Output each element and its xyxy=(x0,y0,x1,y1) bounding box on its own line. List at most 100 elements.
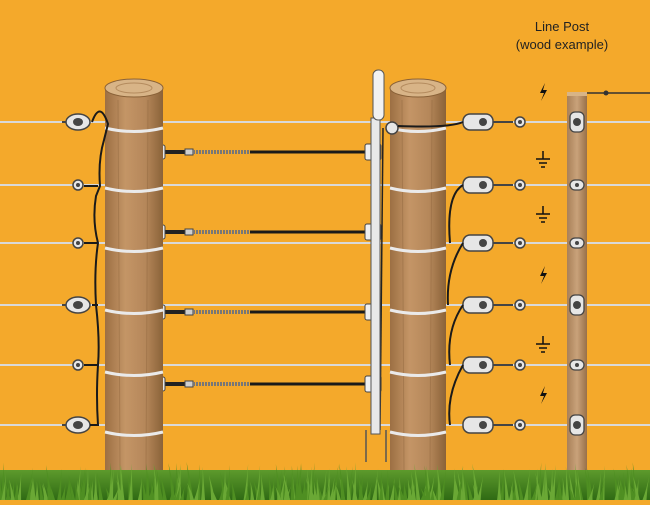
grass-blade xyxy=(245,485,250,500)
grass-blade xyxy=(513,469,520,500)
grass-blade xyxy=(372,483,378,500)
grass-blade xyxy=(208,474,216,500)
grass-blade xyxy=(218,485,223,500)
grass-blade xyxy=(270,487,275,500)
grass-blade xyxy=(156,468,163,500)
lightning-bolt-icon xyxy=(540,386,547,404)
grass-blade xyxy=(34,481,39,500)
grass-blade xyxy=(428,475,435,500)
insulators xyxy=(62,111,585,436)
grass-blade xyxy=(112,486,119,500)
grass-blade xyxy=(623,485,628,500)
grass-blade xyxy=(476,475,484,500)
grass-blade xyxy=(362,480,369,500)
grass-blade xyxy=(225,465,230,500)
left-post-wrap-3 xyxy=(104,246,164,253)
grass-blade xyxy=(565,466,570,500)
grass-blade xyxy=(193,477,201,500)
grass-blade xyxy=(283,473,291,500)
gate-post-lead-wire xyxy=(397,121,464,426)
grass-blade xyxy=(42,482,49,500)
grass-blade xyxy=(318,486,324,500)
grass-blade xyxy=(109,467,114,500)
grass-blade xyxy=(186,462,194,500)
grass-blade xyxy=(531,481,538,500)
grass-blade xyxy=(38,478,44,500)
grass-blade xyxy=(250,481,255,500)
grass-blade xyxy=(379,470,384,500)
top-lead-clip xyxy=(603,90,609,96)
grass-blade xyxy=(512,487,517,500)
grass-blade xyxy=(168,463,176,500)
posts xyxy=(104,78,587,476)
grass-blade xyxy=(461,465,466,500)
grass-blade xyxy=(558,473,563,500)
grass-blade xyxy=(1,472,7,500)
left-insulator-6 xyxy=(62,416,91,434)
gate-post-insulator-3 xyxy=(462,234,526,252)
gate-post-insulator-4 xyxy=(462,296,526,314)
grass-blade xyxy=(561,477,566,500)
line-post-insulator-6 xyxy=(569,414,585,436)
grass-blade xyxy=(600,465,605,500)
gate-post-wrap-5 xyxy=(389,370,447,377)
left-post-wrap-4 xyxy=(104,308,164,315)
grass-blade xyxy=(17,473,22,500)
grass-blade xyxy=(366,483,372,500)
grass-blade xyxy=(97,472,104,500)
gate-anchor-rod xyxy=(365,69,387,462)
grass-blade xyxy=(544,463,549,500)
grass-blade xyxy=(385,469,390,500)
grass-blade xyxy=(339,463,346,500)
grass-blade xyxy=(420,482,428,500)
grass-blade xyxy=(629,483,636,500)
grass-blade xyxy=(275,486,282,500)
grass-blade xyxy=(75,483,80,500)
grass-blade xyxy=(119,465,124,500)
left-insulator-1 xyxy=(62,113,91,131)
grass-blade xyxy=(627,471,632,500)
line-post-title: Line Post xyxy=(534,19,590,34)
left-insulator-2 xyxy=(72,179,84,191)
grass-blade xyxy=(439,469,447,500)
grass-blade xyxy=(540,468,545,500)
grass-blade xyxy=(296,463,301,500)
lightning-bolt-icon xyxy=(540,266,547,284)
ground-symbol-icon xyxy=(536,206,550,223)
grass-blade xyxy=(347,466,353,500)
grass-blade xyxy=(397,484,405,500)
grass-blade xyxy=(268,473,273,500)
grass-blade xyxy=(527,472,532,500)
line-post-insulator-4 xyxy=(569,294,585,316)
grass-blade xyxy=(330,481,337,500)
grass-blade xyxy=(290,465,295,500)
grass-blade xyxy=(392,478,399,500)
left-insulator-5 xyxy=(72,359,84,371)
line-post-subtitle: (wood example) xyxy=(515,37,609,52)
lightning-bolt-icon xyxy=(540,83,547,101)
left-post-wrap-1 xyxy=(104,126,164,133)
gate-post xyxy=(389,78,447,476)
grass-blade xyxy=(472,463,479,500)
grass-blade xyxy=(422,477,427,500)
left-insulator-3 xyxy=(72,237,84,249)
grass-blade xyxy=(86,478,92,500)
grass-blade xyxy=(5,479,10,500)
grass-blade xyxy=(145,463,150,500)
grass-blade xyxy=(85,469,90,500)
grass-blade xyxy=(547,487,555,500)
grass-blade xyxy=(128,463,133,500)
left-post-wrap-6 xyxy=(104,430,164,437)
grass-blade xyxy=(323,484,330,500)
grass-blade xyxy=(508,480,513,500)
grass-blade xyxy=(201,466,206,500)
grass-blade xyxy=(599,477,605,500)
gate-post-insulator-6 xyxy=(462,416,526,434)
grass-blade xyxy=(175,483,181,500)
grass-blade xyxy=(326,468,331,500)
grass-blade xyxy=(523,468,531,500)
grass-blade xyxy=(430,487,435,500)
gate-handle-4 xyxy=(154,375,382,393)
